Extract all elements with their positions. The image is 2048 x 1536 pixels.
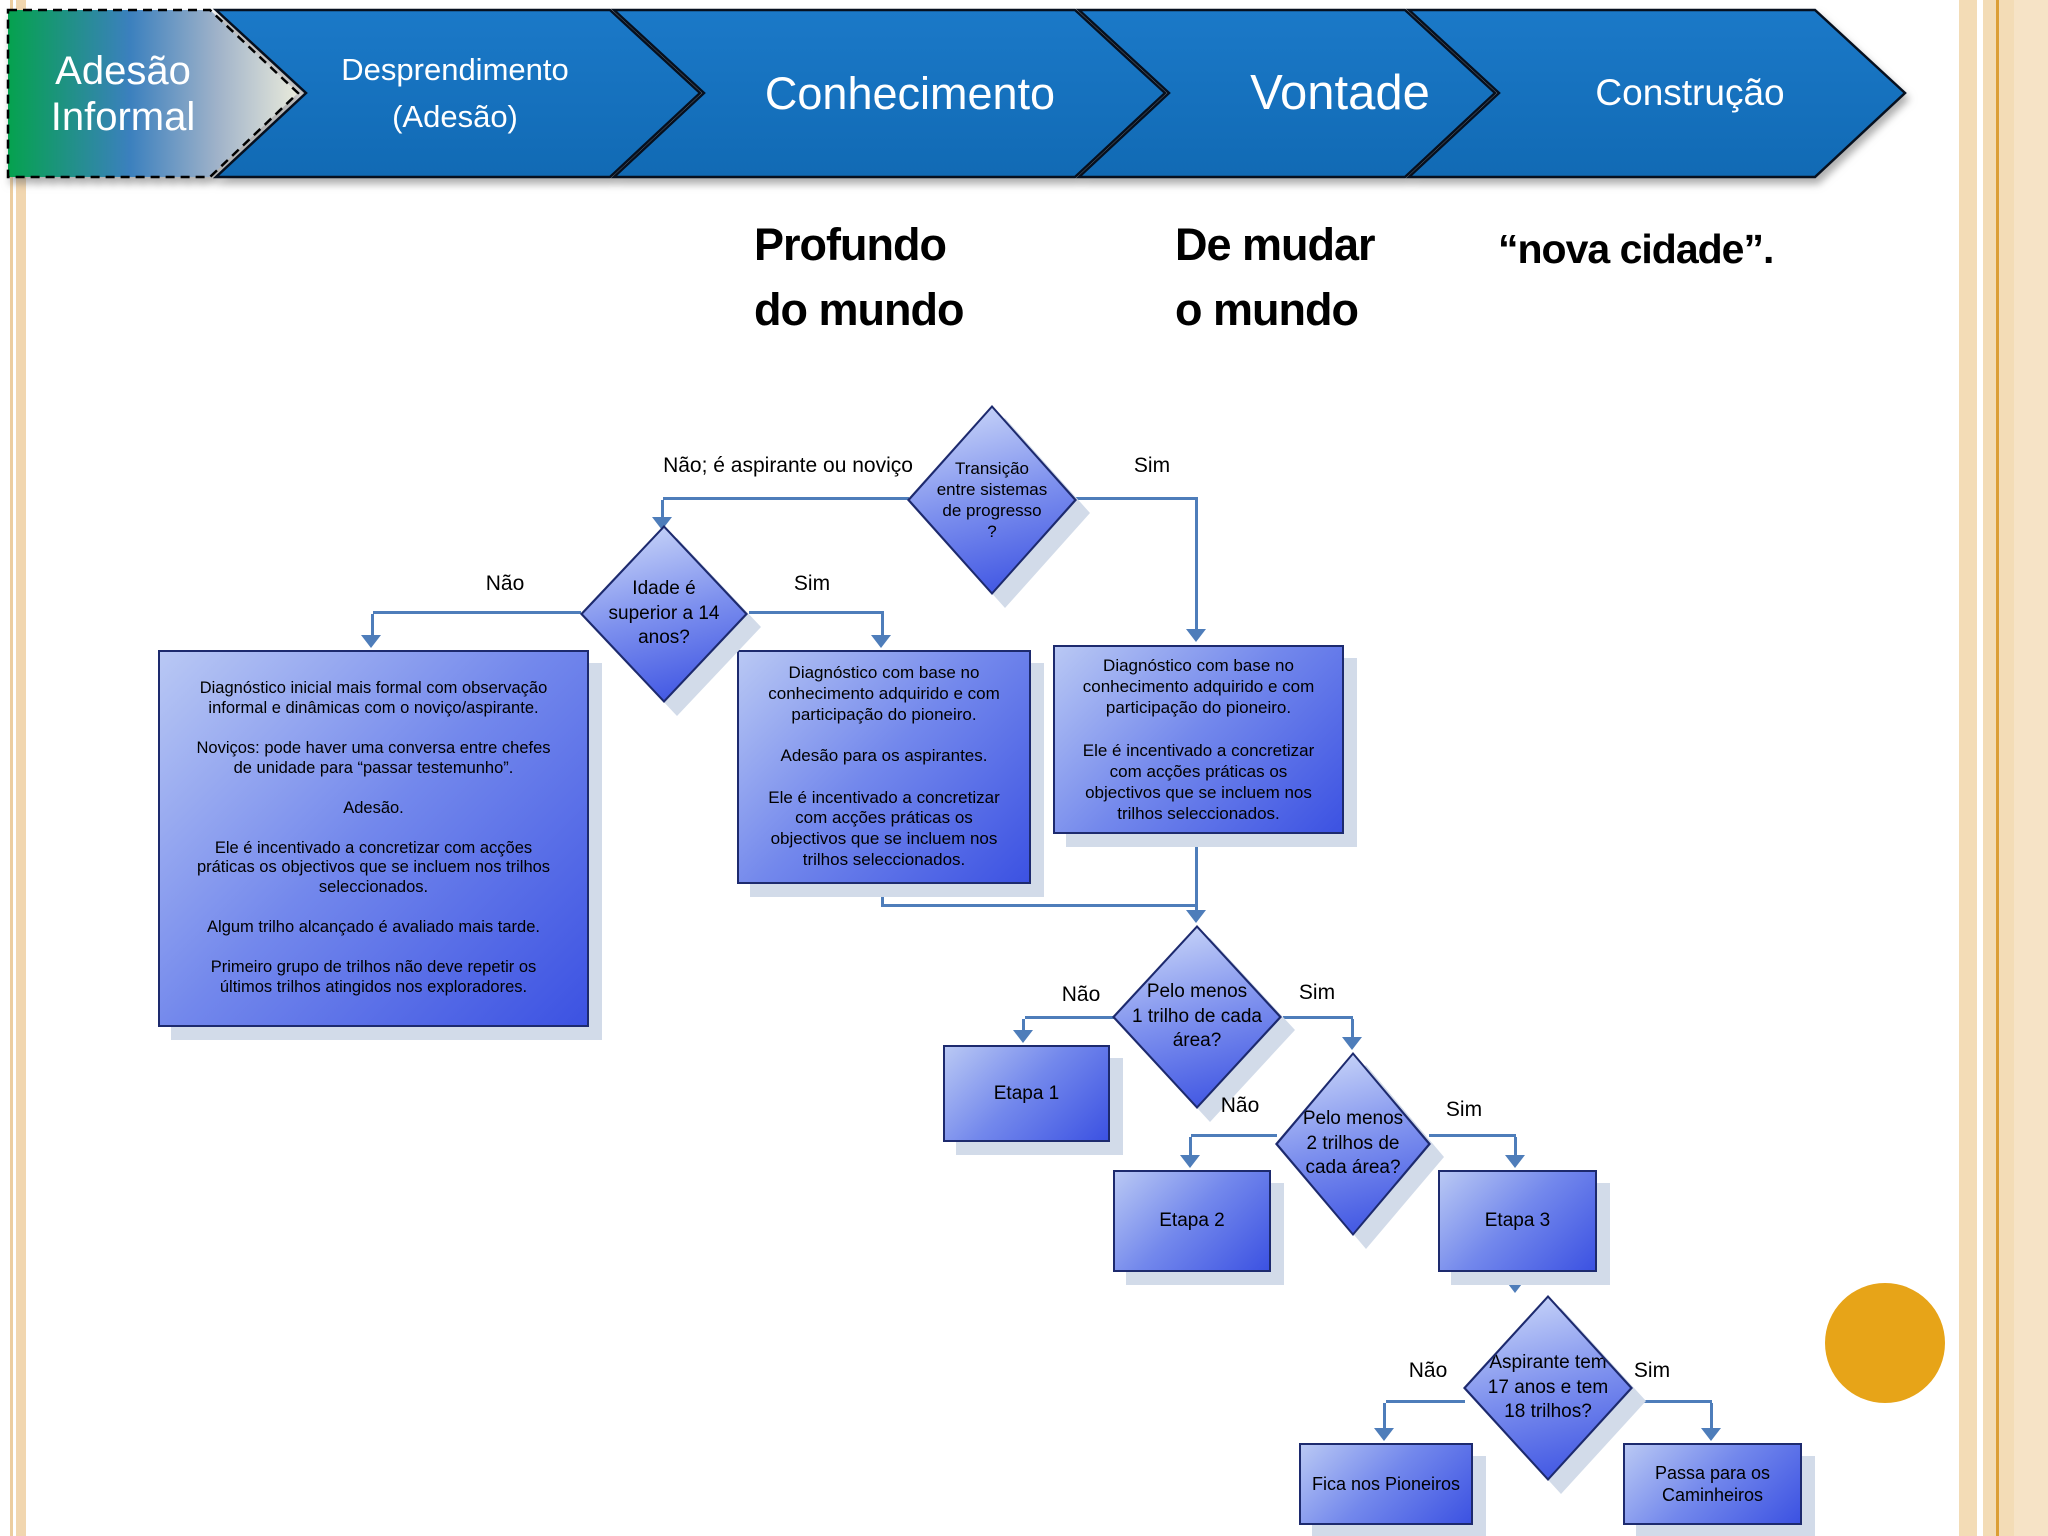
connector-segment	[881, 880, 884, 907]
box-diagnostico-aspirantes[interactable]: Diagnóstico com base no conhecimento adq…	[737, 650, 1031, 884]
stage-shape-conhecimento[interactable]	[610, 8, 1167, 179]
accent-circle[interactable]	[1825, 1283, 1945, 1403]
arrowhead-down	[1186, 910, 1206, 923]
box-diagnostico-pioneiro[interactable]: Diagnóstico com base no conhecimento adq…	[1053, 645, 1344, 834]
stage-label-adesao-informal: Adesão Informal	[50, 48, 196, 139]
arrowhead-down	[1701, 1428, 1721, 1441]
edge-label-nao[interactable]: Não	[1061, 983, 1101, 1006]
connector-segment	[371, 614, 374, 637]
decision-transicao-sistemas[interactable]: Transição entre sistemas de progresso ?	[907, 405, 1090, 608]
decision-aspirante-17-anos-18-trilhos[interactable]: Aspirante tem 17 anos e tem 18 trilhos?	[1463, 1295, 1646, 1494]
box-fica-nos-pioneiros[interactable]: Fica nos Pioneiros	[1299, 1443, 1473, 1525]
connector-segment	[881, 614, 884, 637]
connector-segment	[1514, 1268, 1517, 1282]
connector-segment	[1383, 1403, 1386, 1430]
decision-idade-superior-14[interactable]: Idade é superior a 14 anos?	[580, 525, 761, 716]
connector-segment	[373, 611, 581, 614]
connector-segment	[1195, 904, 1198, 912]
arrowhead-down	[1342, 1037, 1362, 1050]
stage-shape-adesao-informal-selected[interactable]	[6, 8, 300, 179]
stage-shape-vontade[interactable]	[1075, 8, 1497, 179]
subtitle-construcao[interactable]: “nova cidade”.	[1498, 226, 1774, 272]
box-etapa-1[interactable]: Etapa 1	[943, 1045, 1110, 1142]
arrowhead-down	[1505, 1155, 1525, 1168]
decision-1-trilho-cada-area[interactable]: Pelo menos 1 trilho de cada área?	[1112, 925, 1295, 1122]
subtitle-conhecimento[interactable]: Profundo do mundo	[754, 219, 964, 336]
edge-label-sim[interactable]: Sim	[1445, 1098, 1483, 1121]
connector-segment	[1195, 830, 1198, 907]
connector-segment	[1710, 1403, 1713, 1430]
connector-segment	[661, 500, 664, 520]
connector-segment	[1283, 1016, 1353, 1019]
subtitle-vontade[interactable]: De mudar o mundo	[1175, 219, 1376, 336]
connector-segment	[749, 611, 884, 614]
connector-segment	[1191, 1134, 1277, 1137]
decision-text: Idade é superior a 14 anos?	[608, 577, 720, 649]
connector-segment	[1351, 1019, 1354, 1039]
process-chevron-band	[6, 8, 1907, 179]
edge-label-nao[interactable]: Não	[485, 572, 525, 595]
edge-label-sim[interactable]: Sim	[1133, 454, 1171, 477]
right-border-accent-line	[1996, 0, 1999, 1536]
connector-segment	[1195, 500, 1198, 630]
connector-segment	[1075, 497, 1198, 500]
edge-label-nao[interactable]: Não	[1408, 1359, 1448, 1382]
box-passa-caminheiros[interactable]: Passa para os Caminheiros	[1623, 1443, 1802, 1525]
connector-segment	[1514, 1137, 1517, 1157]
decision-text: Pelo menos 1 trilho de cada área?	[1132, 980, 1262, 1052]
decision-text: Aspirante tem 17 anos e tem 18 trilhos?	[1487, 1351, 1609, 1423]
connector-segment	[1631, 1400, 1712, 1403]
edge-label-sim[interactable]: Sim	[1298, 981, 1336, 1004]
connector-segment	[1386, 1400, 1465, 1403]
box-etapa-3[interactable]: Etapa 3	[1438, 1170, 1597, 1272]
arrowhead-down	[361, 635, 381, 648]
connector-segment	[1189, 1137, 1192, 1157]
arrowhead-down	[1374, 1428, 1394, 1441]
stage-shape-construcao[interactable]	[1405, 8, 1907, 179]
stage-label-conhecimento: Conhecimento	[764, 67, 1056, 119]
left-border-stripe-thin	[10, 0, 13, 1536]
box-etapa-2[interactable]: Etapa 2	[1113, 1170, 1271, 1272]
stage-label-construcao: Construção	[1595, 72, 1785, 114]
arrowhead-down	[1505, 1280, 1525, 1293]
connector-segment	[881, 904, 1198, 907]
decision-text: Transição entre sistemas de progresso ?	[936, 458, 1048, 542]
left-border-stripe-wide	[16, 0, 26, 1536]
stage-label-vontade: Vontade	[1250, 66, 1430, 121]
edge-label-nao[interactable]: Não	[1220, 1094, 1260, 1117]
right-border-stripe-3	[2014, 0, 2048, 1536]
arrowhead-down	[1186, 629, 1206, 642]
edge-label-sim[interactable]: Sim	[1633, 1359, 1671, 1382]
decision-2-trilhos-cada-area[interactable]: Pelo menos 2 trilhos de cada área?	[1275, 1052, 1444, 1249]
stage-shape-desprendimento[interactable]	[212, 8, 702, 179]
connector-segment	[663, 497, 909, 500]
arrowhead-down	[1013, 1030, 1033, 1043]
arrowhead-down	[1180, 1155, 1200, 1168]
stage-label-desprendimento: Desprendimento (Adesão)	[341, 52, 569, 134]
edge-label-nao-aspirante-novico[interactable]: Não; é aspirante ou noviço	[663, 454, 913, 477]
arrowhead-down	[871, 635, 891, 648]
connector-segment	[1429, 1134, 1516, 1137]
arrowhead-down	[652, 517, 672, 530]
box-diagnostico-inicial-formal[interactable]: Diagnóstico inicial mais formal com obse…	[158, 650, 589, 1027]
decision-text: Pelo menos 2 trilhos de cada área?	[1302, 1107, 1404, 1179]
connector-segment	[1022, 1019, 1025, 1032]
connector-segment	[1025, 1016, 1114, 1019]
edge-label-sim[interactable]: Sim	[793, 572, 831, 595]
right-border-stripe-1	[1959, 0, 1977, 1536]
